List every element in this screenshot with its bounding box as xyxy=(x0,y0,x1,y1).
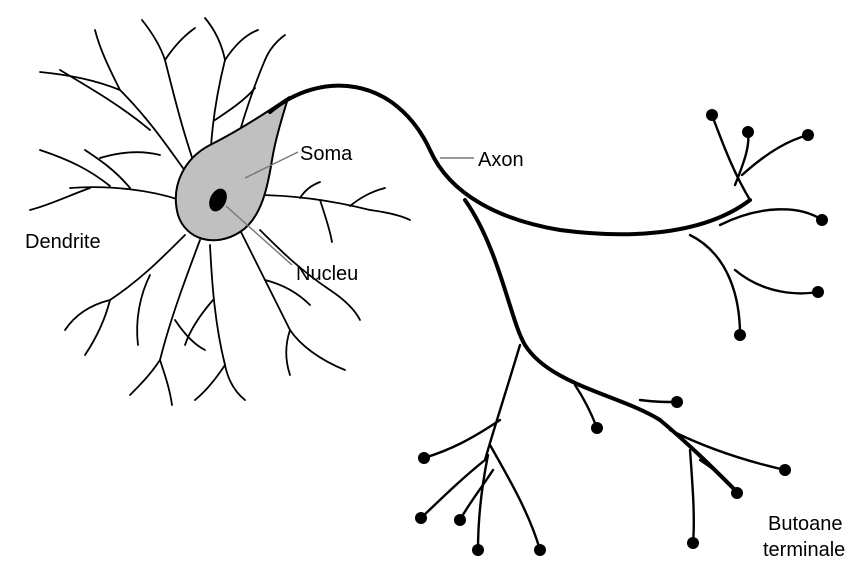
label-axon: Axon xyxy=(478,149,524,171)
label-nucleu: Nucleu xyxy=(296,263,358,285)
terminal-button xyxy=(472,544,484,556)
terminal-button xyxy=(671,396,683,408)
axon-terminal-branches xyxy=(421,115,822,550)
soma-body xyxy=(176,98,288,240)
label-dendrite: Dendrite xyxy=(25,231,101,253)
terminal-button xyxy=(687,537,699,549)
terminal-buttons xyxy=(415,109,828,556)
terminal-button xyxy=(731,487,743,499)
terminal-button xyxy=(418,452,430,464)
terminal-button xyxy=(816,214,828,226)
terminal-button xyxy=(415,512,427,524)
terminal-button xyxy=(534,544,546,556)
terminal-button xyxy=(812,286,824,298)
terminal-button xyxy=(779,464,791,476)
terminal-button xyxy=(706,109,718,121)
terminal-button xyxy=(742,126,754,138)
label-terminals-line2: terminale xyxy=(763,539,845,561)
terminal-button xyxy=(454,514,466,526)
terminal-button xyxy=(591,422,603,434)
leader-lines xyxy=(226,152,474,265)
label-soma: Soma xyxy=(300,143,353,165)
label-terminals-line1: Butoane xyxy=(768,513,843,535)
terminal-button xyxy=(802,129,814,141)
terminal-button xyxy=(734,329,746,341)
